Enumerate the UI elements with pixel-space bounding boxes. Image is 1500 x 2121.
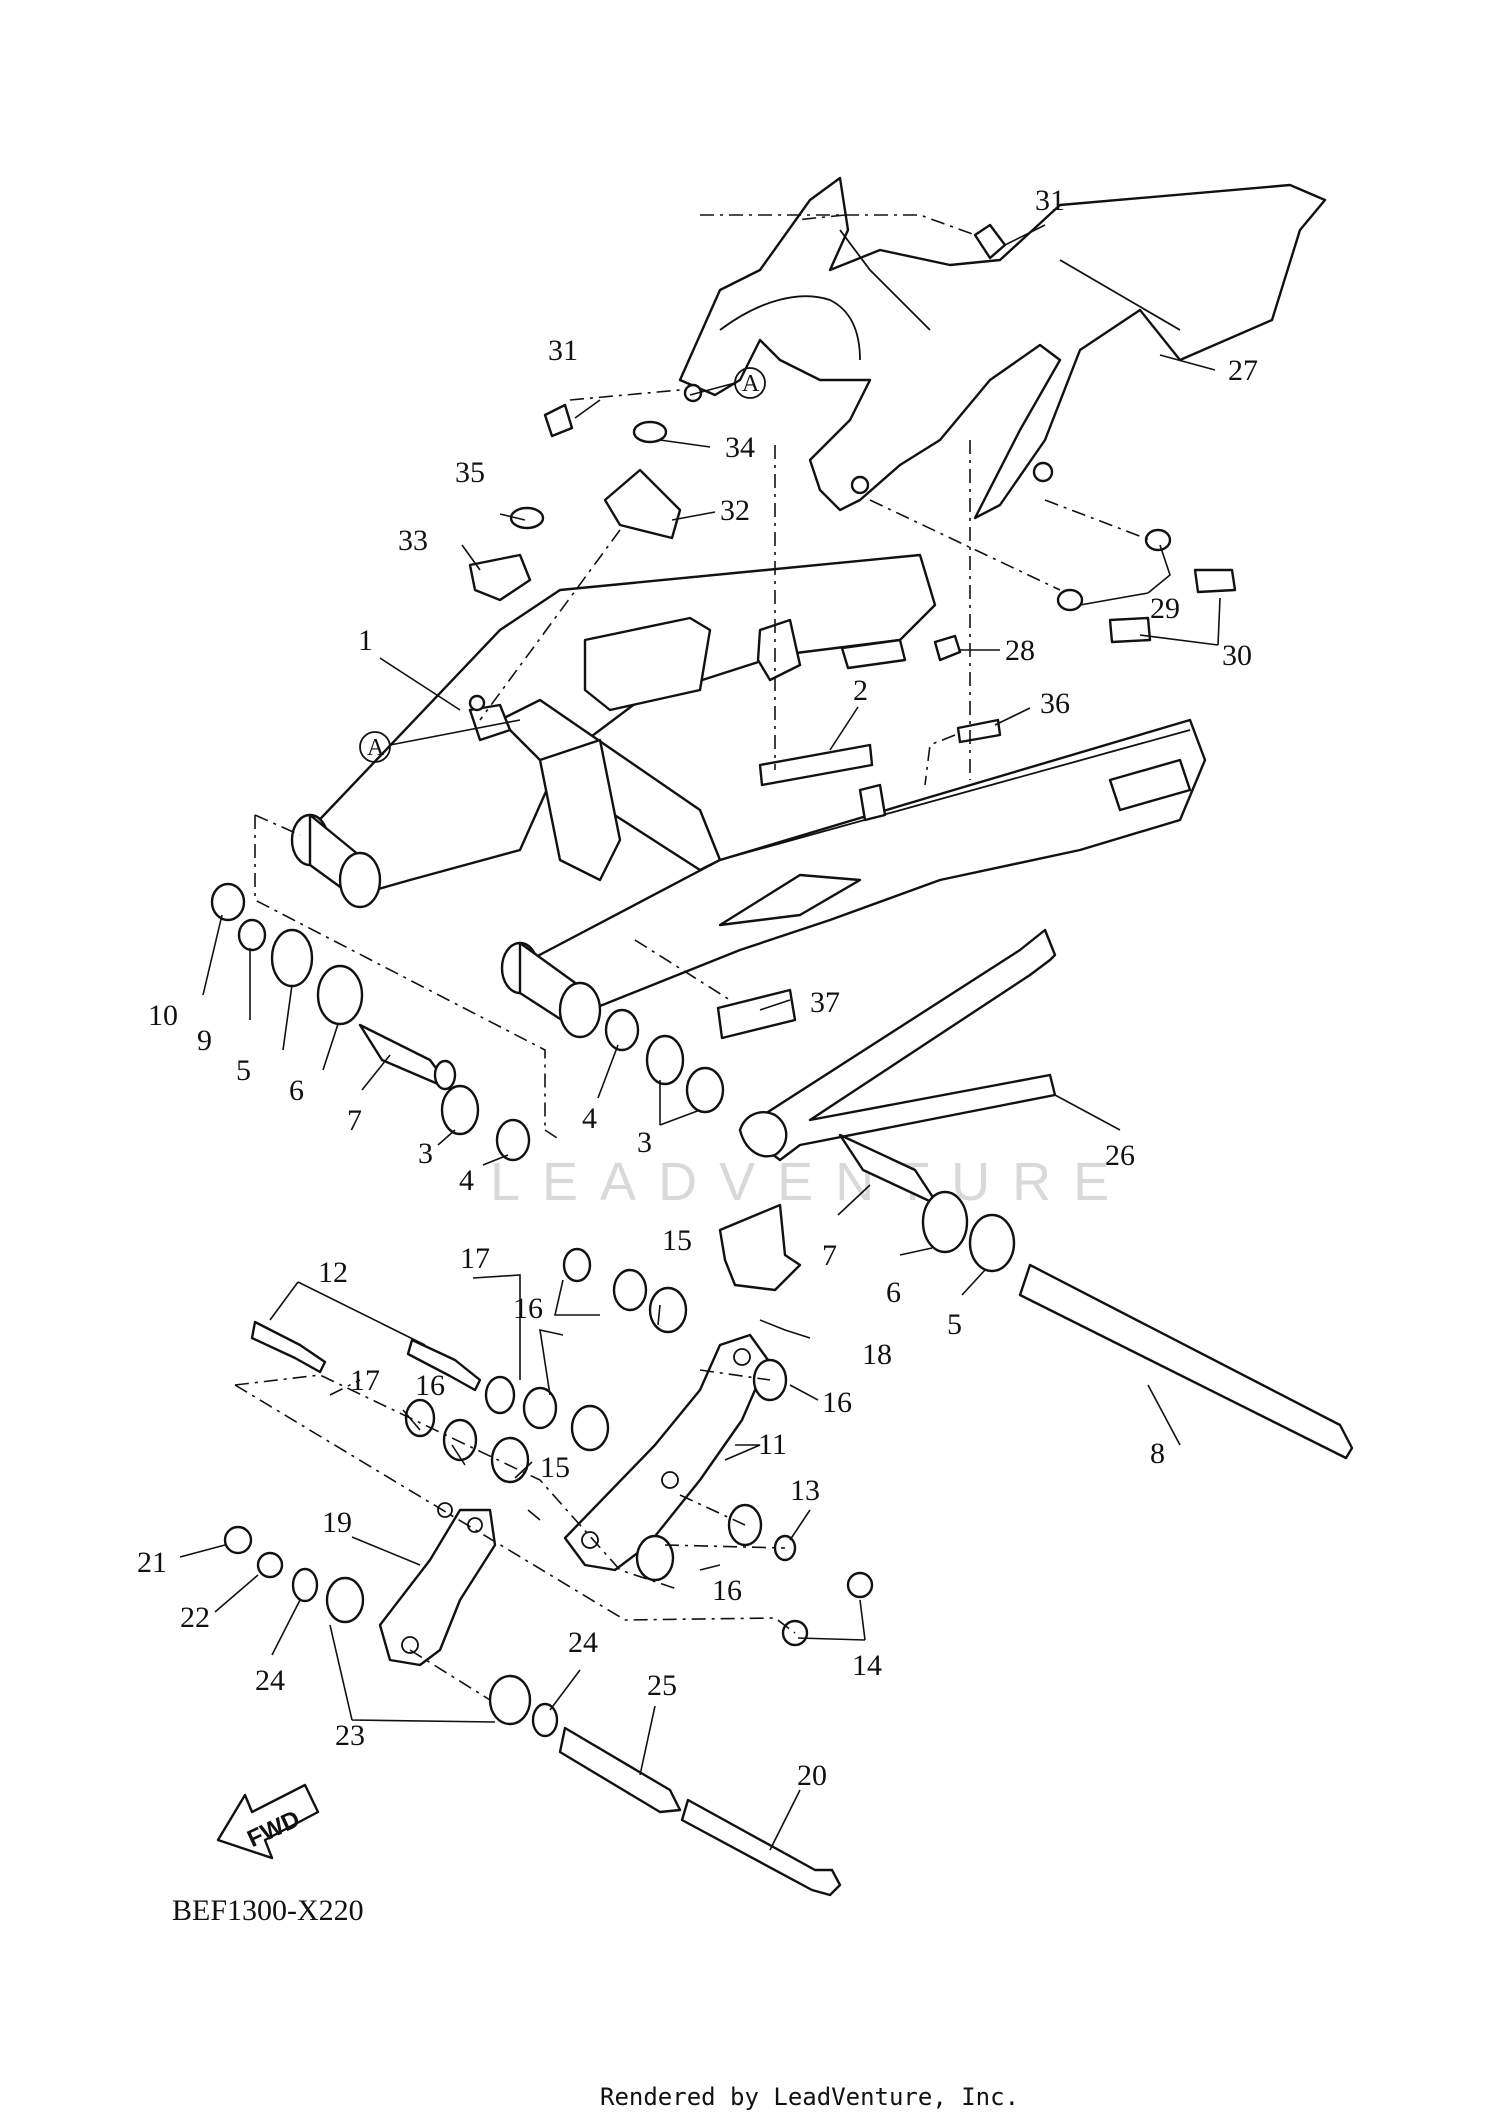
- callout-5: 5: [947, 1308, 962, 1341]
- callout-17: 17: [350, 1364, 380, 1397]
- screw-part: [509, 420, 668, 530]
- svg-text:A: A: [367, 735, 385, 761]
- callout-24: 24: [255, 1664, 285, 1697]
- clamp-part: [468, 553, 532, 602]
- damper-part: [718, 1203, 802, 1292]
- fwd-arrow-icon: FWD: [216, 1783, 320, 1860]
- callout-7: 7: [347, 1104, 362, 1137]
- callout-32: 32: [720, 494, 750, 527]
- footer-credit: Rendered by LeadVenture, Inc.: [600, 2083, 1019, 2111]
- callout-10: 10: [148, 999, 178, 1032]
- label-part: [716, 988, 797, 1040]
- callout-3: 3: [418, 1137, 433, 1170]
- reference-marker-a1: A: [734, 367, 766, 399]
- collar-part: [1056, 528, 1172, 612]
- callout-23: 23: [335, 1719, 365, 1752]
- rear-fender-part: [678, 176, 1327, 520]
- bolt-part: [1108, 568, 1237, 644]
- callout-34: 34: [725, 431, 755, 464]
- bracket-part: [603, 468, 682, 540]
- callout-15: 15: [540, 1451, 570, 1484]
- watermark: LEADVENTURE: [490, 1152, 1131, 1212]
- callout-30: 30: [1222, 639, 1252, 672]
- callout-1: 1: [358, 624, 373, 657]
- callout-17: 17: [460, 1242, 490, 1275]
- callout-15: 15: [662, 1224, 692, 1257]
- callout-36: 36: [1040, 687, 1070, 720]
- callout-37: 37: [810, 986, 840, 1019]
- callout-14: 14: [852, 1649, 882, 1682]
- callout-26: 26: [1105, 1139, 1135, 1172]
- callout-9: 9: [197, 1024, 212, 1057]
- svg-text:A: A: [742, 371, 760, 397]
- callout-3: 3: [637, 1126, 652, 1159]
- swingarm-part: [290, 553, 1207, 1039]
- pivot-parts-right: [604, 1008, 1354, 1460]
- callout-11: 11: [758, 1428, 787, 1461]
- bolt-12-parts: [250, 1320, 482, 1392]
- connecting-rod-part: [378, 1502, 497, 1667]
- plate-part: [758, 743, 874, 787]
- callout-31: 31: [548, 334, 578, 367]
- assembly-guide-lines: [234, 214, 1151, 1701]
- callout-8: 8: [1150, 1437, 1165, 1470]
- callout-12: 12: [318, 1256, 348, 1289]
- callout-numbers: 1 2 3 3 4 4 5 5 6 6 7 7 8 9 10 11 12 13 …: [137, 184, 1258, 1792]
- callout-25: 25: [647, 1669, 677, 1702]
- pivot-parts-left: [210, 882, 531, 1162]
- reference-marker-a2: A: [359, 731, 391, 763]
- diagram-code: BEF1300-X220: [172, 1894, 364, 1927]
- collar-25-part: [558, 1726, 682, 1814]
- callout-6: 6: [886, 1276, 901, 1309]
- bolt-20-part: [680, 1798, 842, 1897]
- callout-29: 29: [1150, 592, 1180, 625]
- chain-guide-part: [738, 928, 1057, 1162]
- leader-lines: [179, 224, 1221, 1851]
- bushings-parts: [404, 1247, 874, 1647]
- callout-2: 2: [853, 674, 868, 707]
- callout-16: 16: [415, 1369, 445, 1402]
- callout-16: 16: [822, 1386, 852, 1419]
- nut-part: [933, 634, 962, 662]
- callout-33: 33: [398, 524, 428, 557]
- callout-16: 16: [513, 1292, 543, 1325]
- link-parts-left: [223, 1525, 559, 1738]
- callout-6: 6: [289, 1074, 304, 1107]
- label-36-part: [956, 718, 1002, 744]
- callout-24: 24: [568, 1626, 598, 1659]
- callout-4: 4: [459, 1164, 474, 1197]
- callout-20: 20: [797, 1759, 827, 1792]
- callout-13: 13: [790, 1474, 820, 1507]
- callout-27: 27: [1228, 354, 1258, 387]
- callout-7: 7: [822, 1239, 837, 1272]
- callout-18: 18: [862, 1338, 892, 1371]
- callout-35: 35: [455, 456, 485, 489]
- callout-4: 4: [582, 1102, 597, 1135]
- callout-28: 28: [1005, 634, 1035, 667]
- callout-31: 31: [1035, 184, 1065, 217]
- callout-21: 21: [137, 1546, 167, 1579]
- callout-5: 5: [236, 1054, 251, 1087]
- callout-22: 22: [180, 1601, 210, 1634]
- callout-16: 16: [712, 1574, 742, 1607]
- callout-19: 19: [322, 1506, 352, 1539]
